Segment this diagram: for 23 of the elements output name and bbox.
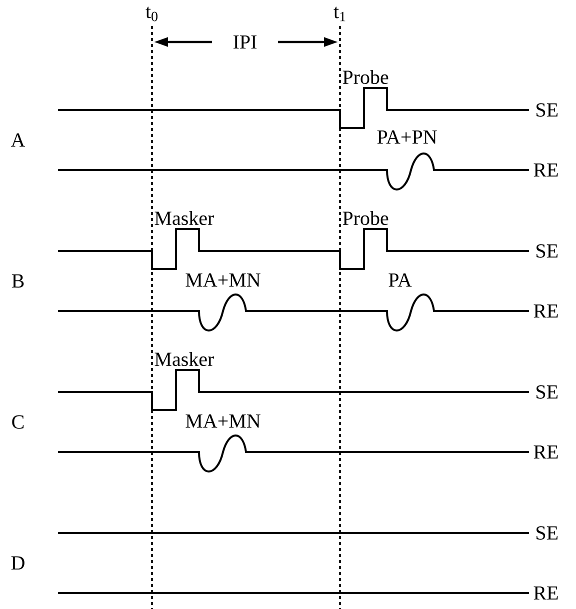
label: MA+MN — [186, 414, 260, 428]
label: Probe — [342, 70, 388, 84]
label: C — [12, 415, 24, 429]
label: RE — [534, 586, 558, 600]
label: RE — [534, 304, 558, 318]
label: B — [12, 274, 24, 288]
label: Masker — [154, 352, 214, 366]
label: t$_{1}$ — [334, 6, 346, 22]
label: PA+PN — [377, 130, 437, 144]
label: RE — [534, 163, 558, 177]
label: t$_{0}$ — [146, 6, 158, 22]
label: Masker — [154, 210, 214, 226]
label: SE — [536, 103, 558, 117]
label: IPI — [234, 35, 257, 49]
label: PA — [388, 273, 412, 287]
label: Probe — [342, 210, 388, 226]
label: MA+MN — [186, 273, 260, 287]
label: SE — [536, 526, 558, 540]
label: RE — [534, 445, 558, 459]
label: A — [10, 133, 26, 147]
label: SE — [536, 385, 558, 399]
label: SE — [536, 244, 558, 258]
label: D — [11, 556, 24, 570]
